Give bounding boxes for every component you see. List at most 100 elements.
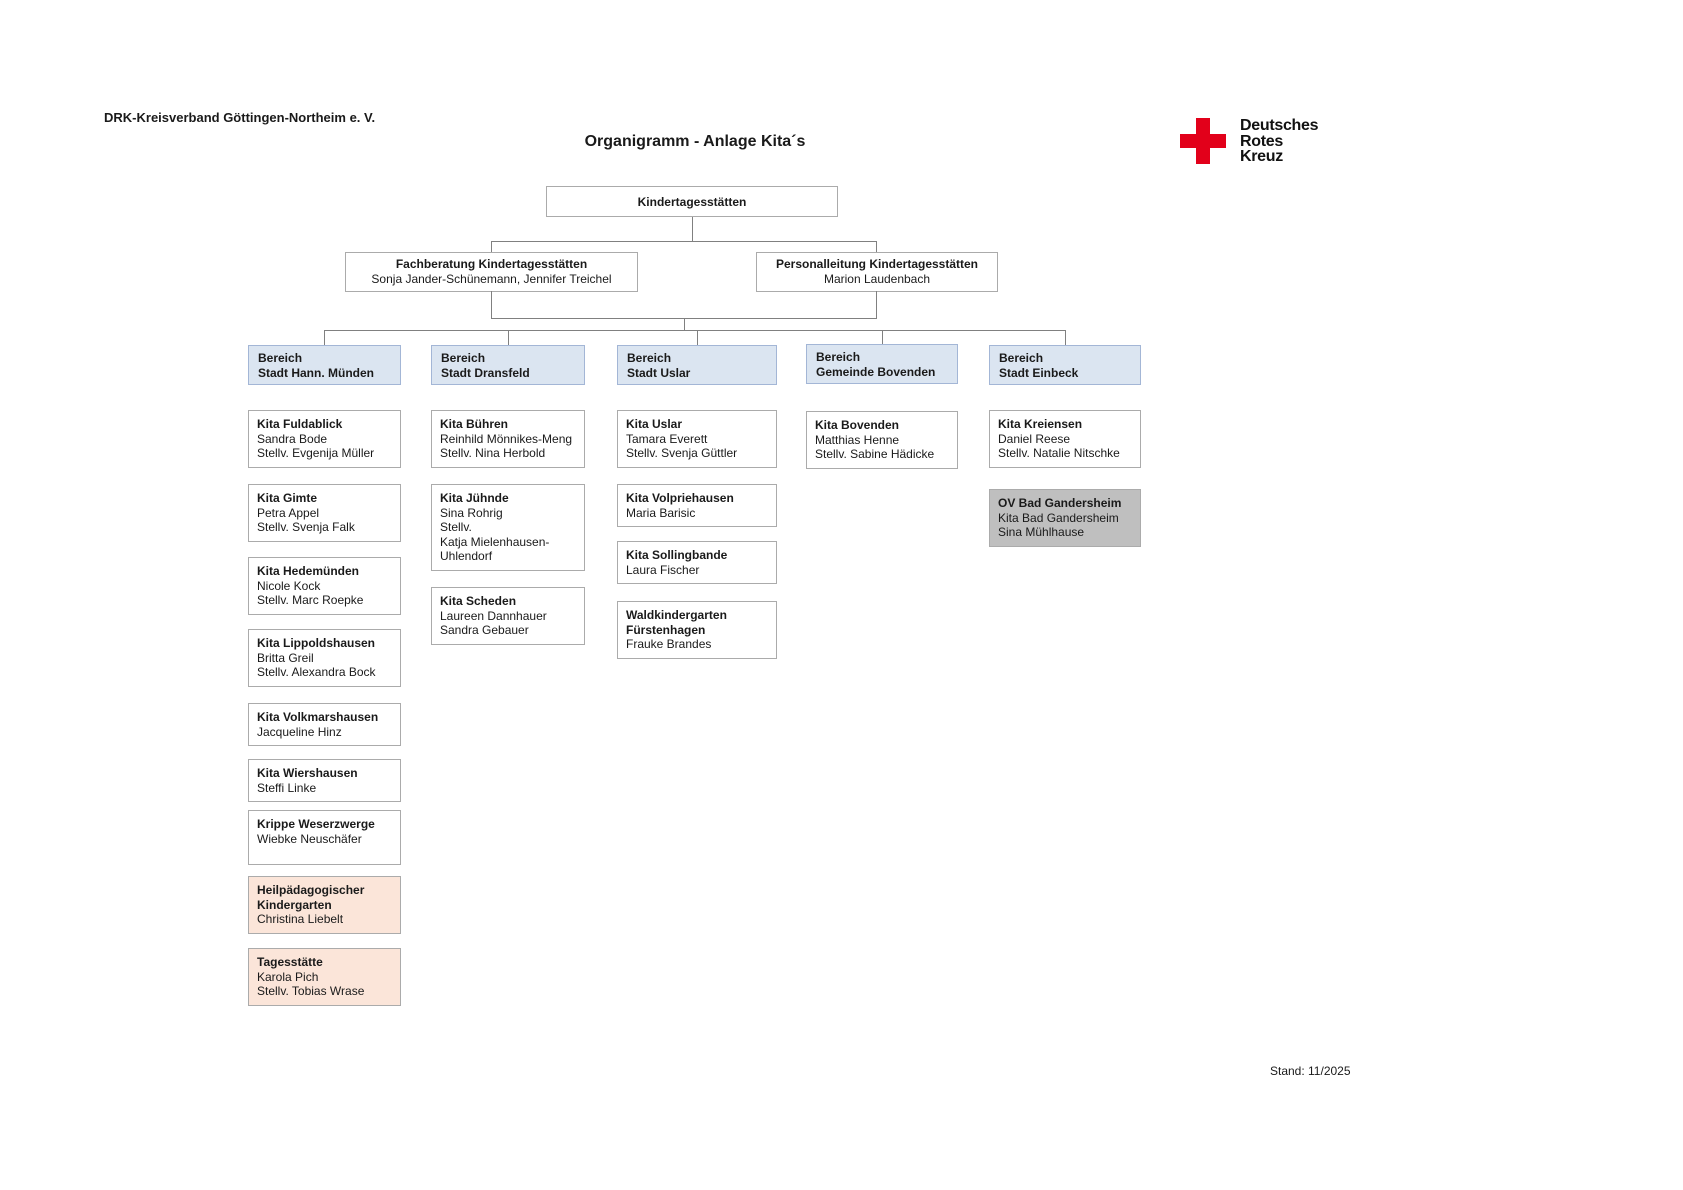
box-line: Stellv. [440, 520, 472, 534]
box-line: Kita Bad Gandersheim [998, 510, 1119, 525]
header-line: Bereich [258, 351, 303, 365]
box-line: Stellv. Sabine Hädicke [815, 447, 935, 461]
box-line: Sina Rohrig [440, 505, 503, 520]
bereich-header-bovenden: Bereich Gemeinde Bovenden [806, 344, 958, 384]
box-title: Kita Sollingbande [626, 548, 728, 562]
header-line: Stadt Hann. Münden [258, 366, 374, 380]
box-personalleitung: Personalleitung Kindertagesstätten Mario… [756, 252, 998, 292]
box-title: Personalleitung Kindertagesstätten [775, 257, 979, 271]
box-line: Stellv. Svenja Güttler [626, 446, 738, 460]
box-kita-sollingbande: Kita Sollingbande Laura Fischer [617, 541, 777, 584]
box-ov-bad-gandersheim: OV Bad Gandersheim Kita Bad Gandersheim … [989, 489, 1141, 547]
box-title: Kita Kreiensen [998, 417, 1083, 431]
box-kita-lippoldshausen: Kita Lippoldshausen Britta Greil Stellv.… [248, 629, 401, 687]
box-title: Kita Fuldablick [257, 417, 343, 431]
page-title: Organigramm - Anlage Kita´s [584, 133, 806, 150]
box-title: Kindertagesstätten [637, 194, 747, 209]
box-kita-juehnde: Kita Jühnde Sina Rohrig Stellv. Katja Mi… [431, 484, 585, 571]
connector-line [876, 241, 877, 252]
connector-line [508, 330, 509, 345]
box-kita-uslar: Kita Uslar Tamara Everett Stellv. Svenja… [617, 410, 777, 468]
box-line: Sandra Bode [257, 431, 328, 446]
bereich-header-uslar: Bereich Stadt Uslar [617, 345, 777, 385]
connector-line [491, 241, 492, 252]
connector-line [324, 330, 325, 345]
company-name: DRK-Kreisverband Göttingen-Northeim e. V… [104, 110, 376, 125]
box-line: Britta Greil [257, 650, 314, 665]
box-kita-fuldablick: Kita Fuldablick Sandra Bode Stellv. Evge… [248, 410, 401, 468]
box-line: Stellv. Evgenija Müller [257, 446, 375, 460]
logo-line: Rotes [1240, 132, 1283, 150]
box-title: Kita Hedemünden [257, 564, 360, 578]
box-kita-volpriehausen: Kita Volpriehausen Maria Barisic [617, 484, 777, 527]
box-title: Kita Scheden [440, 594, 517, 608]
connector-line [491, 291, 492, 318]
box-title: OV Bad Gandersheim [998, 496, 1122, 510]
header-line: Bereich [816, 350, 861, 364]
box-heilpaedagogischer-kindergarten: Heilpädagogischer Kindergarten Christina… [248, 876, 401, 934]
box-line: Marion Laudenbach [823, 272, 931, 286]
connector-line [882, 330, 883, 345]
header-line: Bereich [441, 351, 486, 365]
box-line: Frauke Brandes [626, 637, 712, 651]
box-krippe-weserzwerge: Krippe Weserzwerge Wiebke Neuschäfer [248, 810, 401, 865]
header-line: Stadt Uslar [627, 366, 691, 380]
box-waldkindergarten-fuerstenhagen: Waldkindergarten Fürstenhagen Frauke Bra… [617, 601, 777, 659]
box-line: Sina Mühlhause [998, 525, 1085, 539]
box-kita-buehren: Kita Bühren Reinhild Mönnikes-Meng Stell… [431, 410, 585, 468]
box-line: Stellv. Tobias Wrase [257, 984, 365, 998]
connector-line [692, 217, 693, 241]
box-line: Katja Mielenhausen-Uhlendorf [440, 534, 550, 564]
box-title: Kita Bühren [440, 417, 509, 431]
drk-logo: Deutsches Rotes Kreuz [1180, 118, 1319, 165]
connector-line [697, 330, 698, 345]
box-fachberatung: Fachberatung Kindertagesstätten Sonja Ja… [345, 252, 638, 292]
header-line: Stadt Dransfeld [441, 366, 530, 380]
connector-line [324, 330, 1066, 331]
box-line: Daniel Reese [998, 431, 1071, 446]
box-title: Kita Wiershausen [257, 766, 358, 780]
box-line: Sonja Jander-Schünemann, Jennifer Treich… [371, 272, 612, 286]
header-line: Stadt Einbeck [999, 366, 1079, 380]
box-kita-gimte: Kita Gimte Petra Appel Stellv. Svenja Fa… [248, 484, 401, 542]
box-title: Heilpädagogischer Kindergarten [257, 883, 365, 912]
box-line: Stellv. Marc Roepke [257, 593, 364, 607]
box-line: Wiebke Neuschäfer [257, 831, 362, 846]
header-line: Bereich [627, 351, 672, 365]
box-line: Jacqueline Hinz [257, 724, 342, 739]
box-kita-hedemuenden: Kita Hedemünden Nicole Kock Stellv. Marc… [248, 557, 401, 615]
box-line: Reinhild Mönnikes-Meng [440, 431, 573, 446]
box-title: Kita Volkmarshausen [257, 710, 379, 724]
box-kindertagesstaetten: Kindertagesstätten [546, 186, 838, 217]
box-title: Kita Volpriehausen [626, 491, 734, 505]
box-title: Tagesstätte [257, 955, 323, 969]
logo-line: Kreuz [1240, 148, 1283, 165]
box-title: Krippe Weserzwerge [257, 817, 375, 831]
box-title: Kita Jühnde [440, 491, 509, 505]
box-line: Stellv. Svenja Falk [257, 520, 355, 534]
connector-line [684, 318, 685, 331]
box-line: Matthias Henne [815, 432, 900, 447]
box-kita-bovenden: Kita Bovenden Matthias Henne Stellv. Sab… [806, 411, 958, 469]
box-line: Steffi Linke [257, 780, 317, 795]
header-line: Bereich [999, 351, 1044, 365]
box-line: Stellv. Alexandra Bock [257, 665, 376, 679]
drk-logo-text: Deutsches Rotes Kreuz [1240, 118, 1319, 165]
connector-line [876, 291, 877, 318]
box-line: Karola Pich [257, 969, 319, 984]
red-cross-icon [1180, 118, 1226, 165]
box-line: Nicole Kock [257, 578, 321, 593]
stand-date: Stand: 11/2025 [1270, 1064, 1351, 1078]
box-line: Stellv. Natalie Nitschke [998, 446, 1120, 460]
box-kita-kreiensen: Kita Kreiensen Daniel Reese Stellv. Nata… [989, 410, 1141, 468]
box-title: Kita Bovenden [815, 418, 900, 432]
box-line: Maria Barisic [626, 505, 696, 520]
box-title: Kita Lippoldshausen [257, 636, 376, 650]
box-kita-scheden: Kita Scheden Laureen Dannhauer Sandra Ge… [431, 587, 585, 645]
box-line: Sandra Gebauer [440, 623, 529, 637]
box-tagesstaette: Tagesstätte Karola Pich Stellv. Tobias W… [248, 948, 401, 1006]
box-kita-wiershausen: Kita Wiershausen Steffi Linke [248, 759, 401, 802]
box-line: Stellv. Nina Herbold [440, 446, 546, 460]
box-line: Laureen Dannhauer [440, 608, 547, 623]
